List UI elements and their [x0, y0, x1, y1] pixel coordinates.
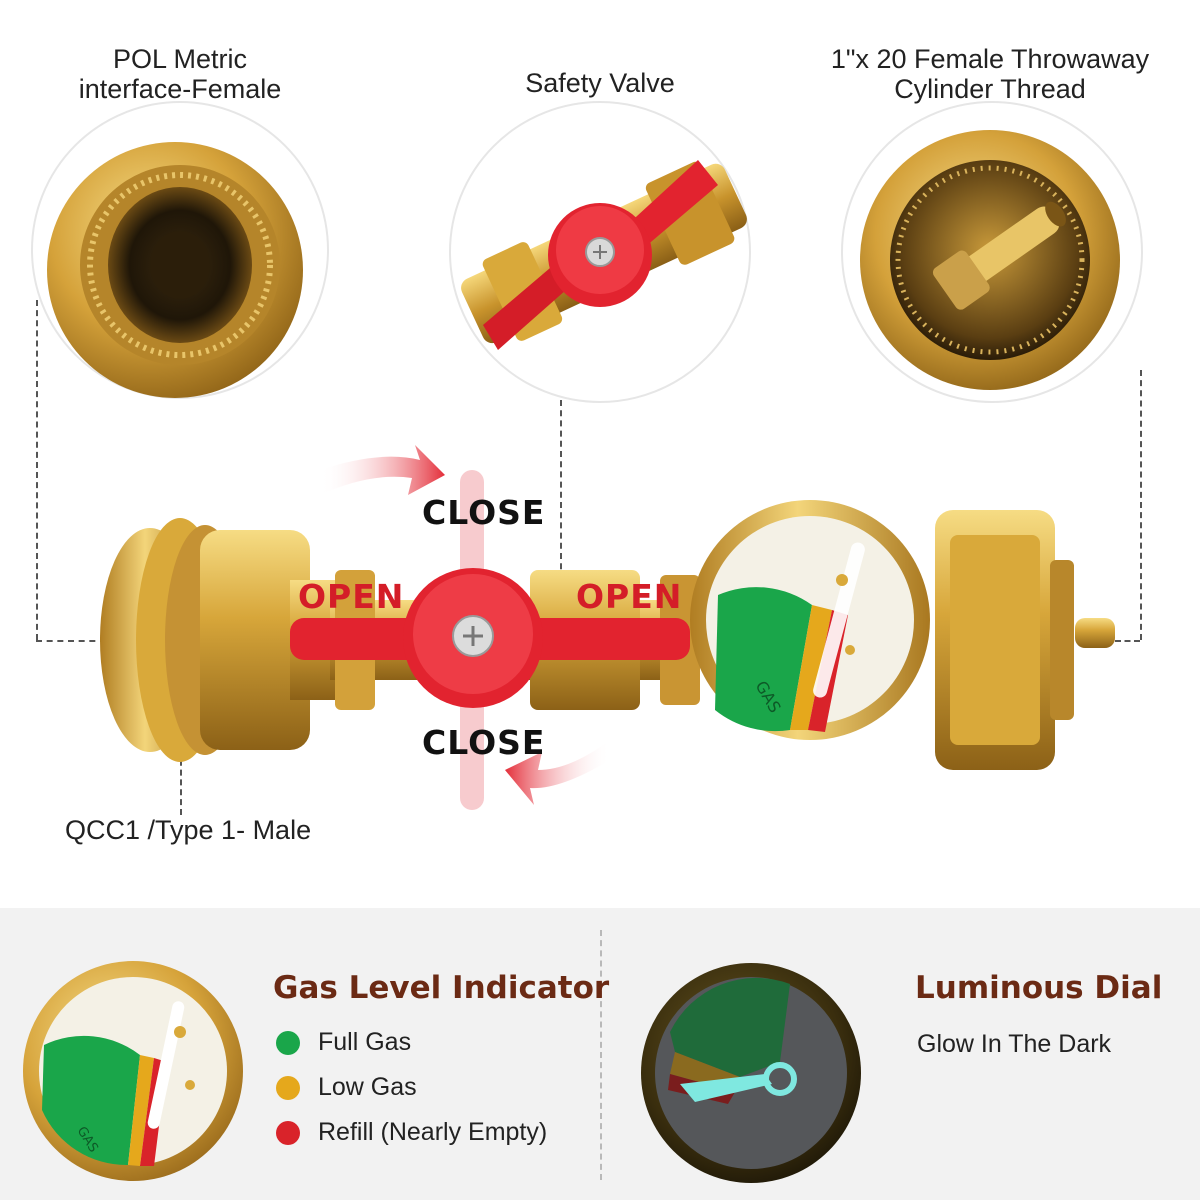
leader-line-valve: [560, 400, 562, 610]
legend-label: Full Gas: [318, 1028, 412, 1056]
leader-line-thread: [1140, 370, 1142, 640]
safety-valve-closeup: [449, 101, 751, 403]
yellow-dot-icon: [276, 1075, 300, 1100]
qcc1-label: QCC1 /Type 1- Male: [65, 815, 312, 845]
close-label-top: CLOSE: [422, 493, 546, 532]
leader-line-thread-h: [1115, 640, 1140, 642]
adapter-assembly: GAS: [100, 445, 1115, 810]
red-dot-icon: [276, 1120, 300, 1145]
close-label-bottom: CLOSE: [422, 723, 546, 762]
thread-fitting-closeup: [841, 101, 1143, 403]
legend-label: Refill (Nearly Empty): [318, 1118, 548, 1146]
legend-item-low-gas: Low Gas: [276, 1073, 417, 1102]
luminous-dial-image: [641, 963, 861, 1183]
thread-label: 1"x 20 Female Throwaway Cylinder Thread: [830, 44, 1150, 104]
leader-line-pol-h: [36, 640, 106, 642]
legend-label: Low Gas: [318, 1073, 417, 1101]
pol-fitting-closeup: [31, 101, 329, 399]
pol-interface-label: POL Metric interface-Female: [78, 44, 282, 104]
safety-valve-label: Safety Valve: [525, 68, 675, 98]
open-label-left: OPEN: [298, 577, 405, 616]
gas-level-title: Gas Level Indicator: [273, 970, 610, 1006]
green-dot-icon: [276, 1030, 300, 1055]
legend-item-refill: Refill (Nearly Empty): [276, 1118, 547, 1147]
legend-item-full-gas: Full Gas: [276, 1028, 411, 1057]
panel-divider: [600, 930, 602, 1180]
luminous-dial-title: Luminous Dial: [915, 970, 1163, 1006]
open-label-right: OPEN: [576, 577, 683, 616]
gas-level-gauge-image: GAS: [23, 961, 243, 1181]
luminous-dial-subtitle: Glow In The Dark: [917, 1030, 1112, 1058]
leader-line-pol: [36, 300, 38, 640]
leader-line-qcc: [180, 740, 182, 815]
